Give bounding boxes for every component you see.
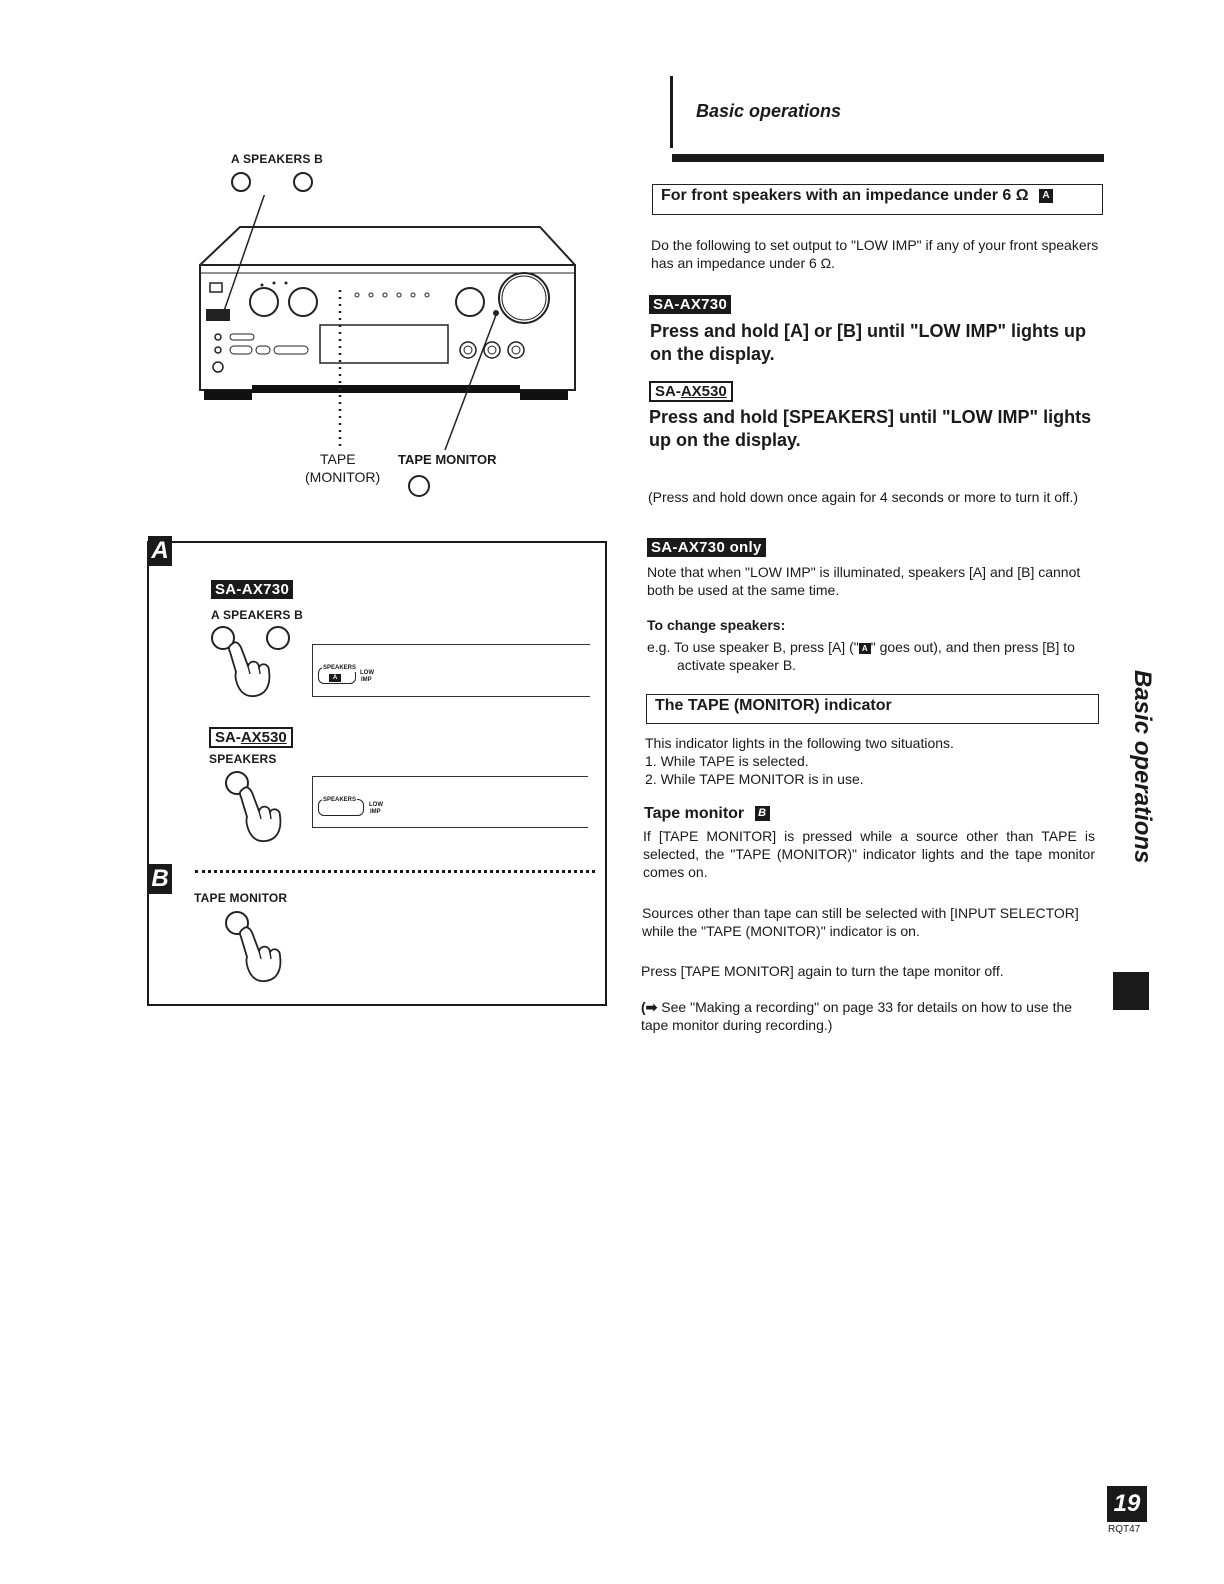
panel-a-speaker-b-button-icon	[266, 626, 290, 650]
change-text-prefix: e.g. To use speaker B, press [A] ("	[647, 639, 859, 655]
low-imp-heading-text: For front speakers with an impedance und…	[661, 187, 1029, 204]
display-imp-text: IMP	[370, 809, 381, 815]
sources-text: Sources other than tape can still be sel…	[642, 905, 1079, 939]
model-730-only-tag: SA-AX730 only	[647, 538, 766, 557]
doc-code: RQT47	[1108, 1524, 1141, 1535]
illustration-panel	[147, 541, 607, 1006]
change-text-suffix: " goes out), and then press [B] to activ…	[677, 639, 1075, 673]
side-tab-text: Basic operations	[1129, 670, 1156, 864]
model-530-suffix: AX530	[680, 383, 727, 400]
tape-indicator-label: TAPE	[320, 451, 356, 467]
turn-off-note: (Press and hold down once again for 4 se…	[648, 489, 1079, 505]
tape-monitor-heading: Tape monitor B	[644, 805, 770, 823]
tape-indicator-item-2: 2. While TAPE MONITOR is in use.	[645, 771, 864, 787]
panel-a-display: SPEAKERS A LOW IMP	[312, 644, 590, 697]
pressing-hand-icon	[239, 926, 282, 983]
instruction-530: Press and hold [SPEAKERS] until "LOW IMP…	[649, 407, 1092, 450]
instruction-730: Press and hold [A] or [B] until "LOW IMP…	[650, 321, 1087, 364]
panel-divider	[195, 870, 595, 873]
pressing-hand-icon	[228, 641, 271, 698]
panel-b-letter: B	[148, 864, 172, 894]
header-rule	[672, 154, 1104, 162]
pressing-hand-icon	[239, 786, 282, 843]
panel-a-model-530-tag: SA-AX530	[209, 727, 293, 748]
model-730-tag: SA-AX730	[649, 295, 732, 314]
display-speakers-text: SPEAKERS	[322, 665, 358, 672]
panel-b-display: SPEAKERS LOW IMP	[312, 776, 588, 828]
display-speaker-a-indicator: A	[329, 674, 341, 682]
model-530-prefix: SA-	[215, 729, 241, 746]
tape-monitor-text: If [TAPE MONITOR] is pressed while a sou…	[643, 828, 1095, 880]
arrow-right-icon: (➡	[641, 999, 662, 1015]
panel-a-model-730-tag: SA-AX730	[211, 580, 294, 599]
speaker-a-button-icon	[231, 172, 251, 192]
page-number: 19	[1107, 1486, 1147, 1522]
speaker-a-indicator-icon: A	[858, 642, 871, 654]
tape-monitor-button-icon	[408, 475, 430, 497]
tape-indicator-item-1: 1. While TAPE is selected.	[645, 753, 809, 769]
tape-monitor-heading-text: Tape monitor	[644, 805, 745, 822]
receiver-drawing	[199, 195, 576, 451]
panel-b-reference-icon: B	[754, 806, 770, 822]
display-speakers-text: SPEAKERS	[322, 797, 358, 804]
panel-b-tape-monitor-button-icon	[225, 911, 249, 935]
side-tab-marker	[1113, 972, 1149, 1010]
press-again-text: Press [TAPE MONITOR] again to turn the t…	[641, 963, 1004, 979]
tape-indicator-label-monitor: (MONITOR)	[305, 469, 381, 485]
panel-a-speakers-button-label: SPEAKERS	[209, 752, 277, 766]
model-530-suffix: AX530	[240, 729, 287, 746]
change-speakers-heading: To change speakers:	[647, 617, 786, 633]
panel-a-letter: A	[148, 536, 172, 566]
low-imp-heading: For front speakers with an impedance und…	[652, 184, 1103, 215]
tape-monitor-label: TAPE MONITOR	[398, 452, 497, 467]
model-530-prefix: SA-	[655, 383, 681, 400]
panel-a-reference-icon: A	[1039, 188, 1054, 203]
see-recording-text: (➡ See "Making a recording" on page 33 f…	[641, 998, 1096, 1034]
panel-a-speakers-label: A SPEAKERS B	[211, 608, 303, 622]
change-speakers-text: e.g. To use speaker B, press [A] ("A" go…	[647, 638, 1099, 674]
model-530-tag: SA-AX530	[649, 381, 733, 402]
speaker-b-button-icon	[293, 172, 313, 192]
low-imp-intro: Do the following to set output to "LOW I…	[651, 237, 1099, 271]
panel-b-tape-monitor-label: TAPE MONITOR	[194, 891, 288, 905]
tape-indicator-intro: This indicator lights in the following t…	[645, 735, 954, 751]
note-730: Note that when "LOW IMP" is illuminated,…	[647, 564, 1081, 598]
figure-speakers-label: A SPEAKERS B	[231, 152, 323, 166]
see-recording-body: See "Making a recording" on page 33 for …	[641, 999, 1073, 1033]
tape-monitor-indicator-heading: The TAPE (MONITOR) indicator	[646, 694, 1099, 724]
section-title: Basic operations	[696, 101, 842, 121]
display-low-text: LOW	[369, 802, 383, 808]
display-imp-text: IMP	[361, 677, 372, 683]
display-low-text: LOW	[360, 670, 374, 676]
header-vertical-rule	[670, 76, 673, 148]
